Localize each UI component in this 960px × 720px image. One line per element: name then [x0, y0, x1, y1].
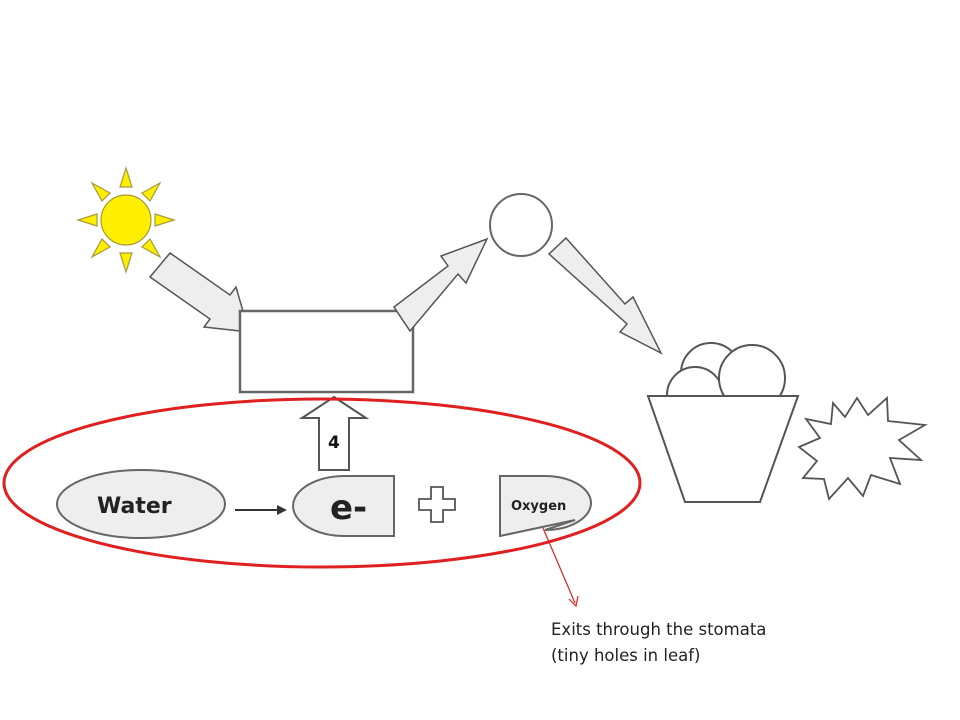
- stomata-annotation: Exits through the stomata (tiny holes in…: [551, 617, 766, 669]
- oxygen-shape: [499, 475, 592, 538]
- product-arrow: [547, 236, 663, 355]
- annotation-pointer-head: [568, 595, 579, 608]
- light-arrow: [148, 251, 251, 333]
- sun-icon: [76, 166, 176, 274]
- starburst: [797, 396, 928, 501]
- step-number-label: 4: [328, 433, 340, 453]
- electron-shape: [292, 475, 395, 537]
- chloroplast-box: [238, 309, 415, 394]
- annotation-pointer-line: [542, 527, 576, 604]
- energy-circle: [489, 193, 553, 257]
- water-ellipse: [56, 469, 226, 539]
- oxygen-label: Oxygen: [511, 499, 566, 514]
- plus-sign-icon: [418, 486, 456, 523]
- basket-with-balls: [646, 342, 800, 503]
- energy-arrow: [392, 237, 489, 333]
- highlight-ellipse: [2, 397, 642, 569]
- annotation-line-2: (tiny holes in leaf): [551, 646, 701, 665]
- annotation-line-1: Exits through the stomata: [551, 620, 767, 639]
- up-arrow-4: [298, 395, 370, 471]
- water-label: Water: [97, 494, 172, 519]
- electron-label: e-: [330, 488, 367, 528]
- reaction-arrow-head: [277, 505, 287, 515]
